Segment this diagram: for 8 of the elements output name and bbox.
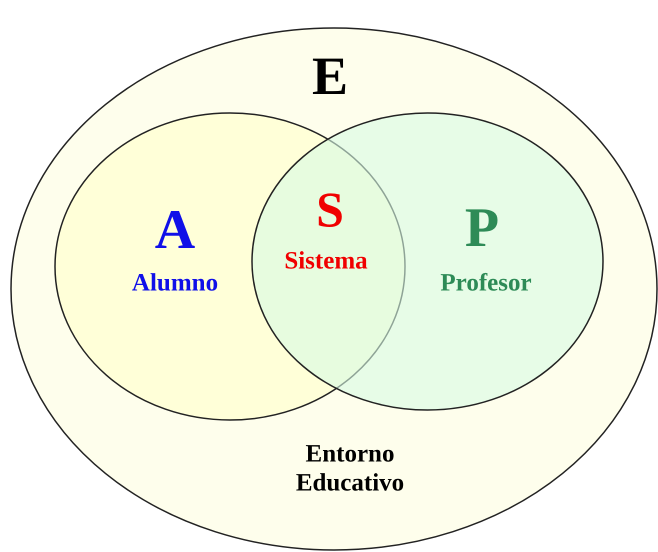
set-letter: S: [316, 181, 344, 239]
set-letter: E: [312, 44, 348, 108]
set-label: Profesor: [440, 270, 532, 298]
set-label: Sistema: [284, 248, 368, 276]
set-letter: P: [464, 196, 500, 260]
set-letter: A: [154, 198, 196, 262]
set-label: Alumno: [132, 270, 218, 298]
set-label: Entorno Educativo: [294, 440, 406, 498]
